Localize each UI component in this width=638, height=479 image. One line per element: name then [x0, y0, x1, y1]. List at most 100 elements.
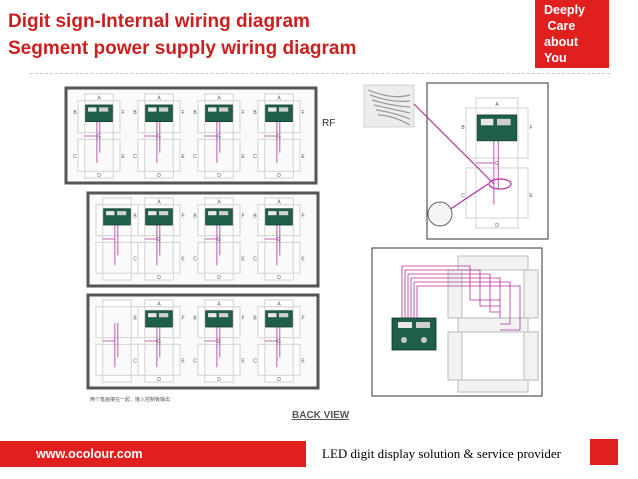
- board-chip: [106, 211, 115, 216]
- segment: [292, 306, 301, 339]
- board-chip: [208, 313, 217, 318]
- wire: [204, 322, 221, 368]
- segment-letter: G: [217, 134, 221, 140]
- segment: [264, 197, 294, 206]
- segment-letter: A: [217, 301, 221, 307]
- segment-letter: C: [133, 358, 137, 364]
- segment-letter: C: [253, 256, 257, 262]
- segment-letter: D: [157, 377, 161, 383]
- segment: [197, 138, 206, 172]
- board-chip: [148, 211, 157, 216]
- segment-letter: D: [277, 377, 281, 383]
- footer-red-square: [590, 439, 618, 465]
- segment-letter: A: [217, 95, 221, 101]
- segment: [257, 138, 266, 172]
- segment-letter: D: [217, 275, 221, 281]
- segment-letter: E: [181, 154, 185, 160]
- segment-letter: F: [241, 316, 244, 322]
- wire: [404, 269, 500, 322]
- segment-letter: D: [217, 377, 221, 383]
- segment: [112, 100, 121, 134]
- segment-letter: A: [217, 199, 221, 205]
- footer-tagline: LED digit display solution & service pro…: [322, 446, 562, 461]
- segment-letter: D: [277, 275, 281, 281]
- badge-line-4: You: [544, 51, 567, 65]
- segment-letter: B: [193, 214, 197, 220]
- segment: [197, 204, 206, 237]
- wire: [264, 322, 281, 368]
- segment-letter: G: [157, 237, 161, 243]
- segment-letter: G: [217, 237, 221, 243]
- segment: [144, 170, 174, 179]
- segment-letter: F: [181, 316, 184, 322]
- segment-letter: E: [181, 358, 185, 364]
- segment: [84, 170, 114, 179]
- segment: [102, 272, 132, 281]
- wire: [407, 273, 500, 322]
- segment: [475, 97, 519, 109]
- footer-url-link[interactable]: www.ocolour.com: [36, 447, 143, 461]
- board-chip: [208, 211, 217, 216]
- wire-lead: [413, 103, 495, 185]
- segment: [465, 167, 477, 219]
- segment: [523, 331, 539, 381]
- wire: [416, 285, 521, 331]
- wire: [204, 117, 221, 163]
- segment: [197, 241, 206, 274]
- segment-letter: F: [181, 214, 184, 220]
- segment-letter: B: [193, 110, 197, 116]
- segment: [457, 379, 529, 393]
- segment: [144, 197, 174, 206]
- segment-letter: D: [157, 275, 161, 281]
- segment-letter: F: [241, 110, 244, 116]
- segment-letter: D: [277, 173, 281, 179]
- segment: [447, 269, 463, 319]
- wire: [264, 117, 281, 163]
- rf-label: RF: [322, 118, 335, 129]
- deeply-care-badge: Deeply Care about You: [535, 0, 609, 68]
- segment-letter: E: [241, 154, 245, 160]
- segment: [257, 343, 266, 376]
- segment: [77, 138, 86, 172]
- board-chip: [208, 107, 217, 112]
- segment-letter: A: [277, 95, 281, 101]
- segment: [130, 204, 139, 237]
- board-chip: [219, 313, 229, 318]
- wire: [144, 322, 161, 368]
- segment-letter: E: [529, 193, 533, 199]
- segment-letter: G: [277, 237, 281, 243]
- segment: [144, 93, 174, 102]
- segment-letter: G: [217, 339, 221, 345]
- segment: [137, 241, 146, 274]
- segment-letter: F: [181, 110, 184, 116]
- digit: [95, 197, 139, 281]
- segment-letter: E: [241, 256, 245, 262]
- segment-letter: B: [253, 110, 257, 116]
- board-chip: [421, 337, 427, 343]
- wire: [102, 220, 119, 266]
- cable-strand: [375, 109, 411, 120]
- segment: [197, 343, 206, 376]
- board-chip: [268, 313, 277, 318]
- segment-letter: G: [97, 134, 101, 140]
- wire: [144, 220, 161, 266]
- wire: [102, 322, 119, 368]
- segment-letter: A: [157, 95, 161, 101]
- segment: [232, 306, 241, 339]
- segment: [292, 241, 301, 274]
- segment-letter: E: [301, 256, 305, 262]
- board-chip: [279, 211, 289, 216]
- segment: [204, 374, 234, 383]
- segment: [264, 299, 294, 308]
- segment: [102, 299, 132, 308]
- segment-letter: G: [277, 339, 281, 345]
- segment: [137, 306, 146, 339]
- segment: [232, 204, 241, 237]
- segment: [264, 93, 294, 102]
- segment-letter: A: [495, 102, 499, 108]
- board-chip: [219, 211, 229, 216]
- segment: [102, 374, 132, 383]
